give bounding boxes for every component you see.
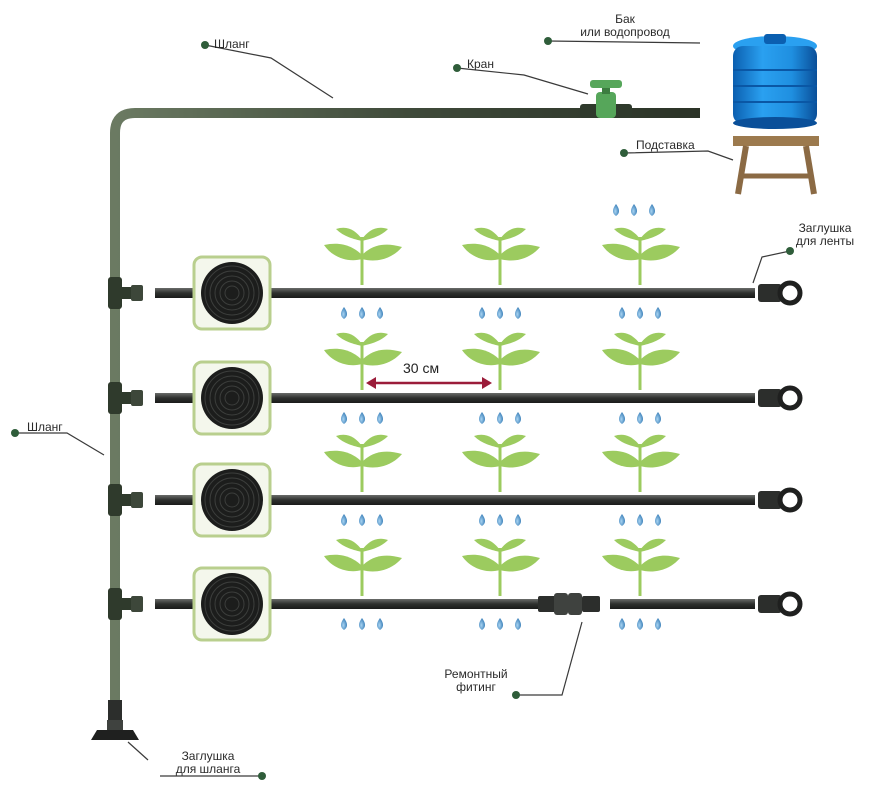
seedling-icon <box>460 226 542 287</box>
valve-icon <box>580 80 632 118</box>
water-tank-icon <box>733 34 817 129</box>
label-hose-side: Шланг <box>27 420 63 434</box>
seedling-icon <box>600 226 682 287</box>
water-drop-icon <box>613 204 655 216</box>
label-repair-fitting: Ремонтный фитинг <box>444 667 508 694</box>
drip-tape <box>155 393 755 403</box>
water-drop-icon <box>479 618 521 630</box>
seedling-icon <box>460 537 542 598</box>
water-drop-icon <box>619 412 661 424</box>
seedling-icon <box>460 331 542 392</box>
spacing-arrow <box>366 377 492 389</box>
wooden-stand-icon <box>733 136 819 195</box>
label-tape-plug: Заглушка для ленты <box>795 221 855 248</box>
water-drop-icon <box>479 412 521 424</box>
seedling-icon <box>322 537 404 598</box>
end-plug-icon <box>758 594 800 614</box>
water-drop-icon <box>341 307 383 319</box>
drip-tape <box>610 599 755 609</box>
water-drop-icon <box>341 514 383 526</box>
drip-tape-reel-icon <box>192 566 272 642</box>
water-drop-icon <box>619 514 661 526</box>
water-drop-icon <box>619 307 661 319</box>
drip-tape <box>155 288 755 298</box>
drip-tape-reel-icon <box>192 255 272 331</box>
label-spacing: 30 см <box>403 360 440 376</box>
seedling-icon <box>600 433 682 494</box>
water-drop-icon <box>341 412 383 424</box>
end-plug-icon <box>758 388 800 408</box>
drip-row-4 <box>108 537 800 642</box>
end-plug-icon <box>758 283 800 303</box>
label-tank: Бак или водопровод <box>580 12 670 39</box>
hose-end-plug-icon <box>91 700 139 740</box>
end-plug-icon <box>758 490 800 510</box>
water-drop-icon <box>479 514 521 526</box>
drip-tape <box>155 599 540 609</box>
seedling-icon <box>600 331 682 392</box>
water-drop-icon <box>619 618 661 630</box>
label-tap: Кран <box>467 57 494 71</box>
tee-connector-icon <box>108 277 143 309</box>
water-drop-icon <box>479 307 521 319</box>
label-hose-top: Шланг <box>214 37 250 51</box>
drip-row-3 <box>108 433 800 538</box>
drip-tape <box>155 495 755 505</box>
repair-fitting-icon <box>538 593 600 615</box>
seedling-icon <box>322 433 404 494</box>
tee-connector-icon <box>108 588 143 620</box>
tee-connector-icon <box>108 484 143 516</box>
drip-row-1 <box>108 226 800 331</box>
seedling-icon <box>322 226 404 287</box>
drip-tape-reel-icon <box>192 360 272 436</box>
seedling-icon <box>600 537 682 598</box>
drip-row-2 <box>108 331 800 436</box>
leader-lines <box>15 40 791 777</box>
leader-dots <box>11 37 794 780</box>
water-drop-icon <box>341 618 383 630</box>
label-hose-plug: Заглушка для шланга <box>175 749 241 776</box>
label-stand: Подставка <box>636 138 695 152</box>
main-hose <box>110 108 700 700</box>
seedling-icon <box>322 331 404 392</box>
seedling-icon <box>460 433 542 494</box>
tee-connector-icon <box>108 382 143 414</box>
drip-tape-reel-icon <box>192 462 272 538</box>
